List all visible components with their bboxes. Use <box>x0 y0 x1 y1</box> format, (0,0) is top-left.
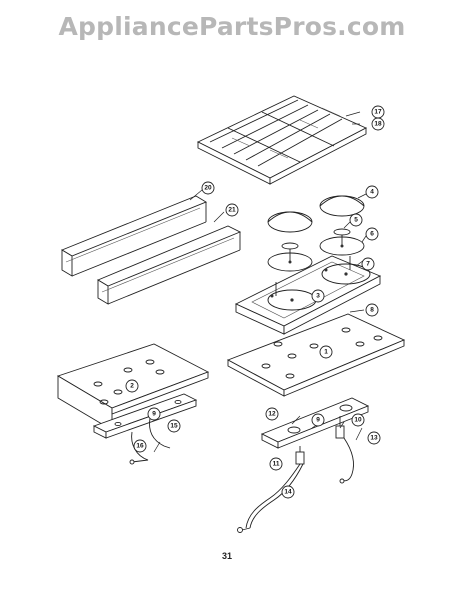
callout-15-label: 15 <box>170 423 178 430</box>
callout-16-label: 16 <box>136 443 144 450</box>
callout-5-label: 5 <box>354 217 358 224</box>
burner-cap-right <box>319 195 365 217</box>
callout-2-label: 2 <box>130 383 134 390</box>
callout-11: 11 <box>269 457 283 471</box>
callout-7-label: 7 <box>366 261 370 268</box>
callout-20-label: 20 <box>204 185 212 192</box>
callout-13: 13 <box>367 431 381 445</box>
callout-2: 2 <box>125 379 139 393</box>
callout-9-right-label: 9 <box>316 417 320 424</box>
callout-10: 10 <box>351 413 365 427</box>
callout-21: 21 <box>225 203 239 217</box>
cooktop-top-left <box>56 343 210 431</box>
cooktop-top-right <box>226 313 406 397</box>
callout-9-left: 9 <box>147 407 161 421</box>
burner-head-left <box>267 242 313 272</box>
callout-14: 14 <box>281 485 295 499</box>
callout-4-label: 4 <box>370 189 374 196</box>
burner-cap-left <box>267 211 313 233</box>
callout-6: 6 <box>365 227 379 241</box>
callout-12-label: 12 <box>268 411 276 418</box>
callout-1: 1 <box>319 345 333 359</box>
callout-12: 12 <box>265 407 279 421</box>
callout-5: 5 <box>349 213 363 227</box>
callout-17-label: 17 <box>374 109 382 116</box>
callout-9-right: 9 <box>311 413 325 427</box>
callout-16: 16 <box>133 439 147 453</box>
callout-21-label: 21 <box>228 207 236 214</box>
callout-17: 17 <box>371 105 385 119</box>
callout-3: 3 <box>311 289 325 303</box>
callout-9-left-label: 9 <box>152 411 156 418</box>
callout-20: 20 <box>201 181 215 195</box>
callout-8: 8 <box>365 303 379 317</box>
callout-15: 15 <box>167 419 181 433</box>
trim-strip-lower <box>97 225 242 305</box>
callout-6-label: 6 <box>370 231 374 238</box>
manifold-assembly-right <box>237 397 370 533</box>
callout-18-label: 18 <box>374 121 382 128</box>
callout-10-label: 10 <box>354 417 362 424</box>
burner-pan <box>234 255 382 335</box>
callout-14-label: 14 <box>284 489 292 496</box>
callout-13-label: 13 <box>370 435 378 442</box>
callout-18: 18 <box>371 117 385 131</box>
watermark: AppliancePartsPros.com <box>58 12 406 41</box>
callout-3-label: 3 <box>316 293 320 300</box>
callout-4: 4 <box>365 185 379 199</box>
callout-7: 7 <box>361 257 375 271</box>
trim-strip-upper <box>60 195 208 277</box>
callout-11-label: 11 <box>273 461 280 468</box>
burner-head-right <box>319 228 365 256</box>
callout-8-label: 8 <box>370 307 374 314</box>
callout-1-label: 1 <box>324 349 328 356</box>
burner-grate <box>196 95 368 185</box>
page-number: 31 <box>222 551 233 561</box>
